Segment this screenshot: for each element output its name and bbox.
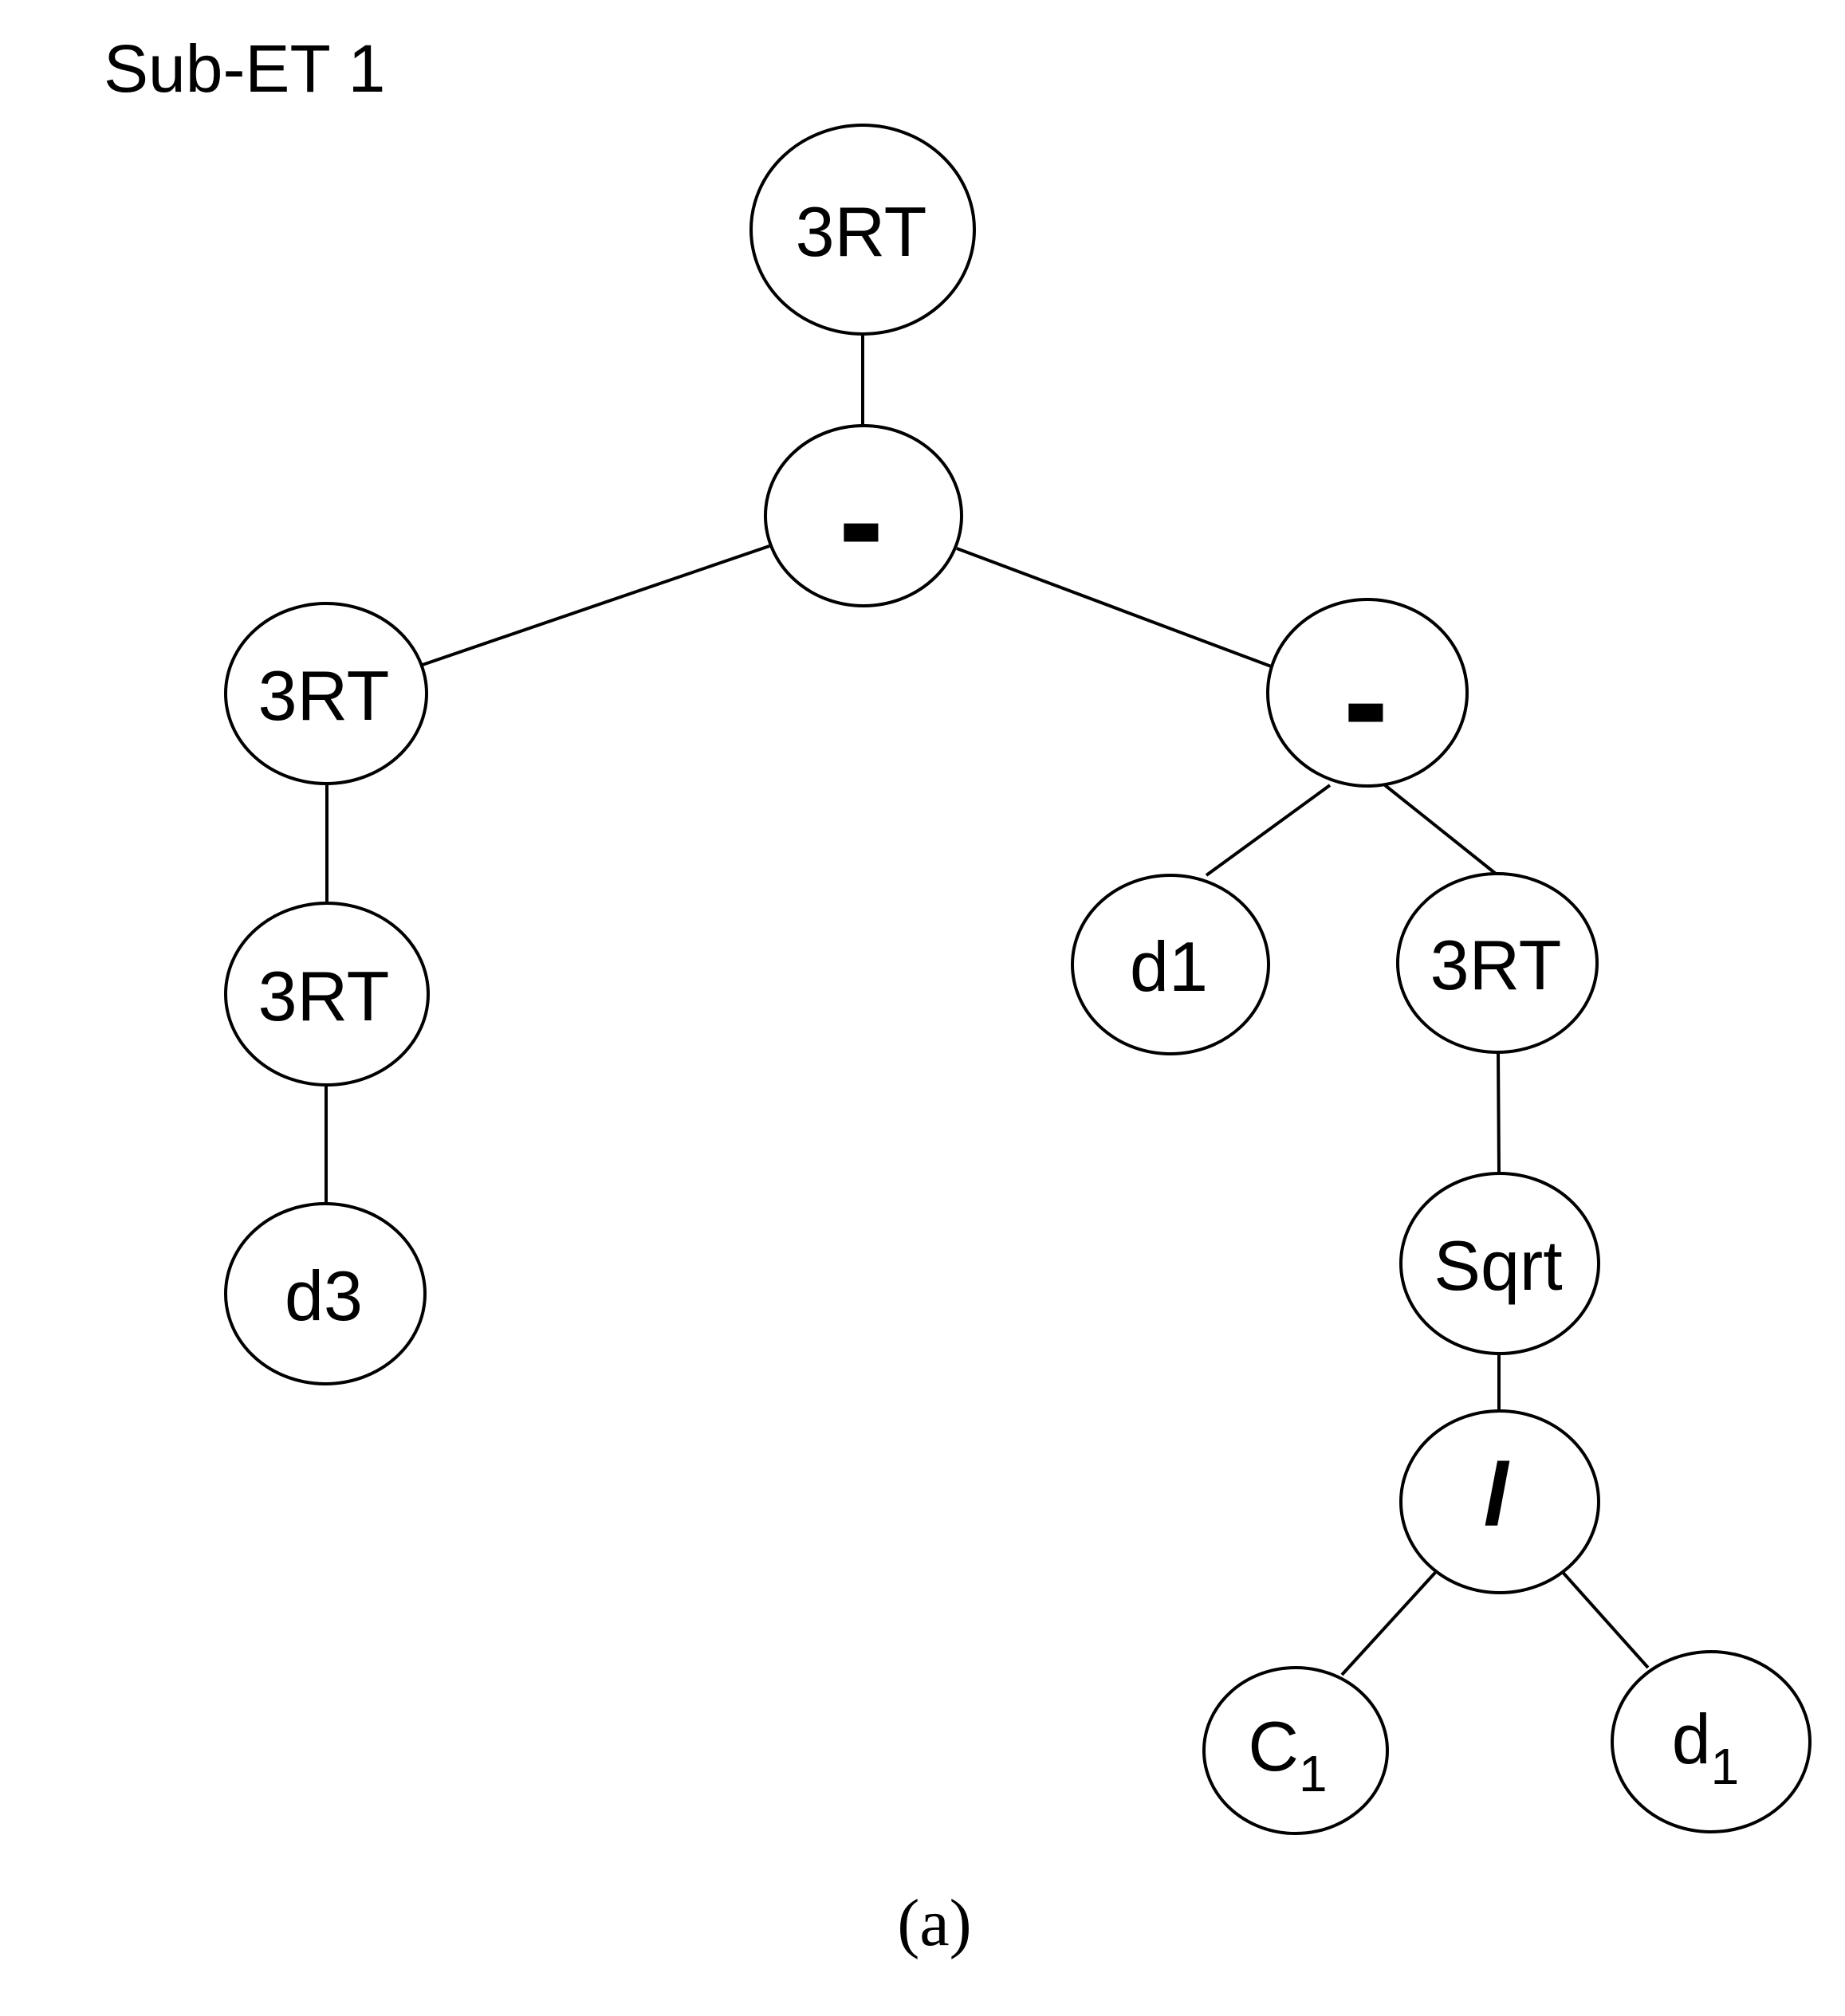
node-label: d1 [1672,1700,1740,1795]
node-circle [1266,598,1469,788]
tree-node-minus-2: - [1266,598,1469,788]
node-circle [224,602,428,785]
node-circle [1399,1172,1600,1355]
tree-edge-minus-minus2 [956,547,1274,669]
figure-title: Sub-ET 1 [104,31,385,106]
tree-node-sqrt: Sqrt [1399,1172,1600,1355]
node-circle [224,902,430,1087]
node-circle [764,424,963,607]
tree-node-divide: / [1399,1409,1600,1594]
tree-node-minus-1: - [764,424,963,607]
tree-node-c1: C1 [1202,1666,1389,1835]
node-circle [1202,1666,1389,1835]
tree-node-3rt-right: 3RT [1396,872,1599,1054]
node-label: 3RT [258,957,390,1036]
tree-nodes: 3RT - 3RT - 3RT d3 d1 3RT [224,124,1812,1835]
node-label: d3 [285,1256,363,1335]
node-label: Sqrt [1434,1226,1562,1305]
tree-edge-minus-3rtL [417,544,770,668]
figure-caption: (a) [897,1886,971,1960]
node-label: d1 [1130,927,1208,1006]
node-circle [1396,872,1599,1054]
tree-node-root-3rt: 3RT [749,124,976,336]
node-label: 3RT [1430,925,1562,1004]
node-circle [1071,874,1270,1055]
tree-node-d3: d3 [224,1202,427,1385]
node-label: / [1485,1448,1509,1541]
tree-edge-3rtR-sqrt [1497,1051,1501,1175]
tree-node-3rt-left-2: 3RT [224,902,430,1087]
node-label: - [841,455,881,589]
tree-node-d1-bottom: d1 [1611,1650,1812,1833]
node-circle [1611,1650,1812,1833]
tree-node-d1-mid: d1 [1071,874,1270,1055]
tree-node-3rt-left-1: 3RT [224,602,428,785]
tree-edge-minus2-3rtR [1383,784,1497,875]
node-label: 3RT [796,192,927,271]
node-circle [1399,1409,1600,1594]
node-label: C1 [1248,1707,1327,1802]
node-circle [224,1202,427,1385]
node-label: - [1346,635,1386,769]
tree-edge-minus2-d1 [1205,784,1332,877]
node-circle [749,124,976,336]
node-label: 3RT [258,656,390,735]
